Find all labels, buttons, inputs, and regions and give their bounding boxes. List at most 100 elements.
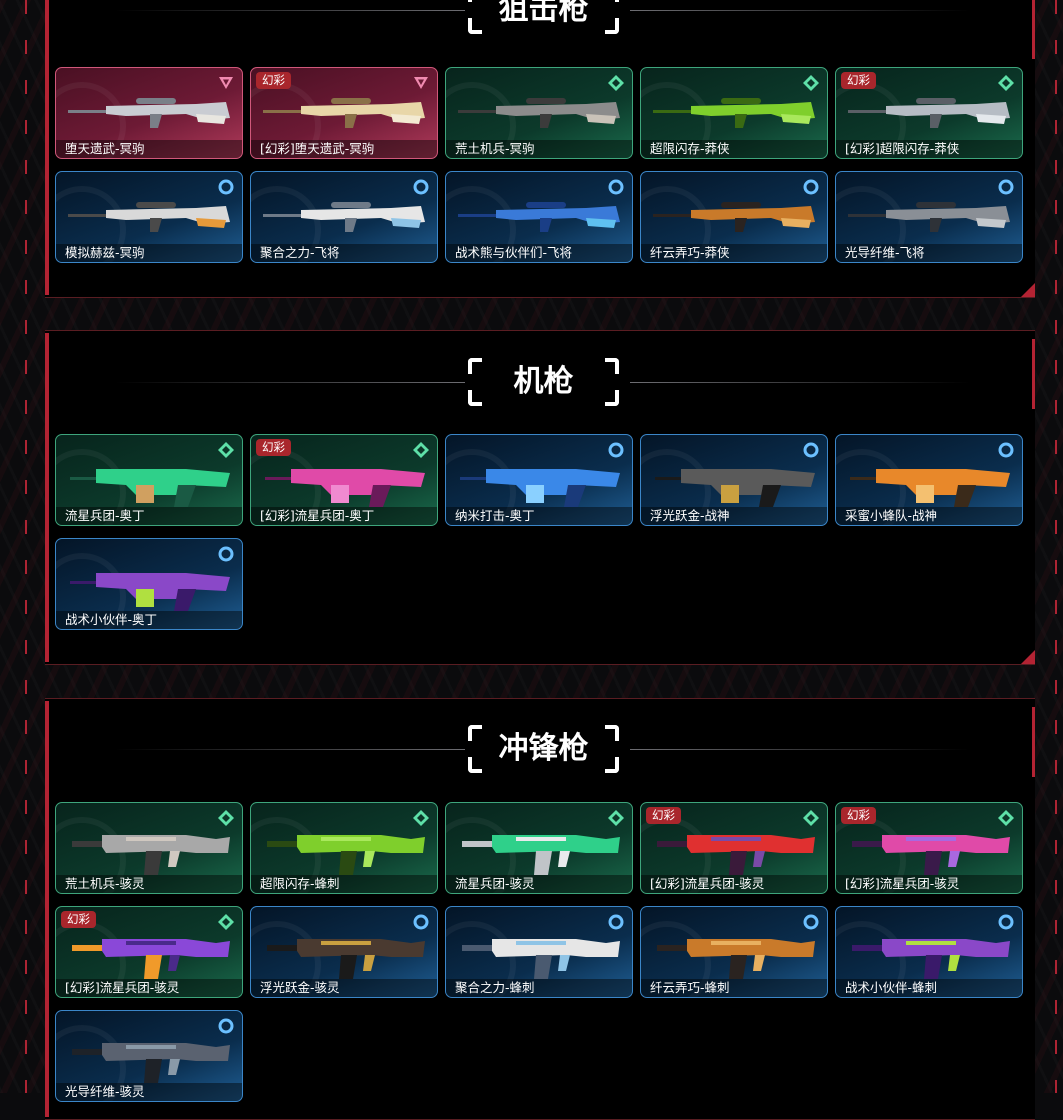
weapon-skin-card[interactable]: 超限闪存-莽侠 — [640, 67, 828, 159]
weapon-skin-card[interactable]: 光导纤维-飞将 — [835, 171, 1023, 263]
skin-name: 荒土机兵-骇灵 — [56, 875, 242, 893]
skin-name: 光导纤维-飞将 — [836, 244, 1022, 262]
weapon-skin-image — [458, 202, 620, 232]
diamond-icon — [803, 810, 819, 826]
weapon-skin-card[interactable]: 幻彩[幻彩]堕天遗武-冥驹 — [250, 67, 438, 159]
card-ring-decor — [836, 449, 906, 525]
triangle-icon — [219, 77, 233, 89]
diamond-icon — [803, 75, 819, 91]
skin-name: 流星兵团-骇灵 — [446, 875, 632, 893]
weapon-skin-card[interactable]: 模拟赫兹-冥驹 — [55, 171, 243, 263]
card-ring-decor — [446, 449, 516, 525]
skin-name: 战术熊与伙伴们-飞将 — [446, 244, 632, 262]
card-ring-decor — [251, 186, 321, 262]
bracket-icon — [605, 390, 619, 406]
diamond-icon — [218, 914, 234, 930]
weapon-skin-card[interactable]: 纤云弄巧-莽侠 — [640, 171, 828, 263]
weapon-skin-image — [848, 98, 1010, 128]
weapon-skin-card[interactable]: 战术熊与伙伴们-飞将 — [445, 171, 633, 263]
circle-icon — [803, 442, 819, 458]
weapon-skin-card[interactable]: 幻彩[幻彩]流星兵团-骇灵 — [835, 802, 1023, 894]
weapon-skin-image — [263, 98, 425, 128]
prism-badge: 幻彩 — [256, 439, 291, 456]
weapon-skin-image — [462, 939, 620, 979]
weapon-skin-card[interactable]: 战术小伙伴-奥丁 — [55, 538, 243, 630]
skin-name: 流星兵团-奥丁 — [56, 507, 242, 525]
weapon-skin-image — [263, 202, 425, 232]
weapon-skin-image — [72, 1043, 230, 1083]
weapon-skin-card[interactable]: 荒土机兵-冥驹 — [445, 67, 633, 159]
bracket-icon — [605, 0, 619, 2]
bracket-icon — [605, 358, 619, 374]
weapon-skin-card[interactable]: 流星兵团-骇灵 — [445, 802, 633, 894]
skin-name: [幻彩]流星兵团-骇灵 — [836, 875, 1022, 893]
weapon-skin-card[interactable]: 光导纤维-骇灵 — [55, 1010, 243, 1102]
card-ring-decor — [56, 82, 126, 158]
weapon-skin-card[interactable]: 流星兵团-奥丁 — [55, 434, 243, 526]
weapon-skin-card[interactable]: 纤云弄巧-蜂刺 — [640, 906, 828, 998]
panel-right-accent — [1032, 339, 1035, 409]
panel-corner-accent — [1021, 650, 1035, 664]
skin-name: [幻彩]流星兵团-骇灵 — [641, 875, 827, 893]
weapon-skin-card[interactable]: 聚合之力-蜂刺 — [445, 906, 633, 998]
diamond-icon — [218, 810, 234, 826]
weapon-skin-card[interactable]: 幻彩[幻彩]流星兵团-骇灵 — [55, 906, 243, 998]
skin-name: 聚合之力-飞将 — [251, 244, 437, 262]
skin-name: 超限闪存-蜂刺 — [251, 875, 437, 893]
section-heading: 冲锋枪 — [45, 719, 1035, 779]
weapon-skin-image — [70, 573, 230, 611]
weapon-skin-card[interactable]: 采蜜小蜂队-战神 — [835, 434, 1023, 526]
weapon-skin-card[interactable]: 幻彩[幻彩]流星兵团-奥丁 — [250, 434, 438, 526]
circle-icon — [608, 179, 624, 195]
circle-icon — [998, 179, 1014, 195]
bracket-icon — [605, 757, 619, 773]
card-ring-decor — [641, 921, 711, 997]
card-ring-decor — [251, 817, 321, 893]
circle-icon — [608, 442, 624, 458]
prism-badge: 幻彩 — [256, 72, 291, 89]
weapon-skin-image — [72, 939, 230, 979]
diamond-icon — [218, 442, 234, 458]
weapon-skin-card[interactable]: 超限闪存-蜂刺 — [250, 802, 438, 894]
bracket-icon — [468, 757, 482, 773]
weapon-skin-image — [655, 469, 815, 507]
heading-title-frame: 机枪 — [465, 352, 622, 412]
card-ring-decor — [446, 921, 516, 997]
card-ring-decor — [836, 186, 906, 262]
bracket-icon — [605, 725, 619, 741]
weapon-skin-card[interactable]: 幻彩[幻彩]超限闪存-莽侠 — [835, 67, 1023, 159]
triangle-icon — [414, 77, 428, 89]
card-ring-decor — [446, 186, 516, 262]
weapon-skin-card[interactable]: 战术小伙伴-蜂刺 — [835, 906, 1023, 998]
section-smg: 冲锋枪 荒土机兵-骇灵 超限闪存-蜂刺 流星兵团-骇灵 — [45, 698, 1035, 1120]
card-ring-decor — [56, 553, 126, 629]
bracket-icon — [468, 0, 482, 2]
weapon-skin-card[interactable]: 浮光跃金-战神 — [640, 434, 828, 526]
card-ring-decor — [836, 921, 906, 997]
diamond-icon — [998, 75, 1014, 91]
weapon-skin-card[interactable]: 纳米打击-奥丁 — [445, 434, 633, 526]
weapon-skin-image — [70, 469, 230, 507]
panel-left-accent — [45, 701, 49, 1117]
weapon-skin-card[interactable]: 堕天遗武-冥驹 — [55, 67, 243, 159]
weapon-skin-card[interactable]: 浮光跃金-骇灵 — [250, 906, 438, 998]
weapon-skin-card[interactable]: 聚合之力-飞将 — [250, 171, 438, 263]
circle-icon — [803, 179, 819, 195]
card-ring-decor — [251, 921, 321, 997]
weapon-skin-image — [267, 939, 425, 979]
weapon-skin-image — [72, 835, 230, 875]
diamond-icon — [998, 810, 1014, 826]
panel-corner-accent — [1021, 283, 1035, 297]
weapon-skin-image — [68, 98, 230, 128]
heading-divider-left — [115, 10, 465, 11]
circle-icon — [803, 914, 819, 930]
weapon-skin-card[interactable]: 荒土机兵-骇灵 — [55, 802, 243, 894]
skin-name: 战术小伙伴-蜂刺 — [836, 979, 1022, 997]
diamond-icon — [413, 442, 429, 458]
left-decor-stripe — [25, 0, 27, 1093]
circle-icon — [608, 914, 624, 930]
card-ring-decor — [641, 186, 711, 262]
skin-name: 光导纤维-骇灵 — [56, 1083, 242, 1101]
weapon-skin-card[interactable]: 幻彩[幻彩]流星兵团-骇灵 — [640, 802, 828, 894]
weapon-skin-image — [265, 469, 425, 507]
